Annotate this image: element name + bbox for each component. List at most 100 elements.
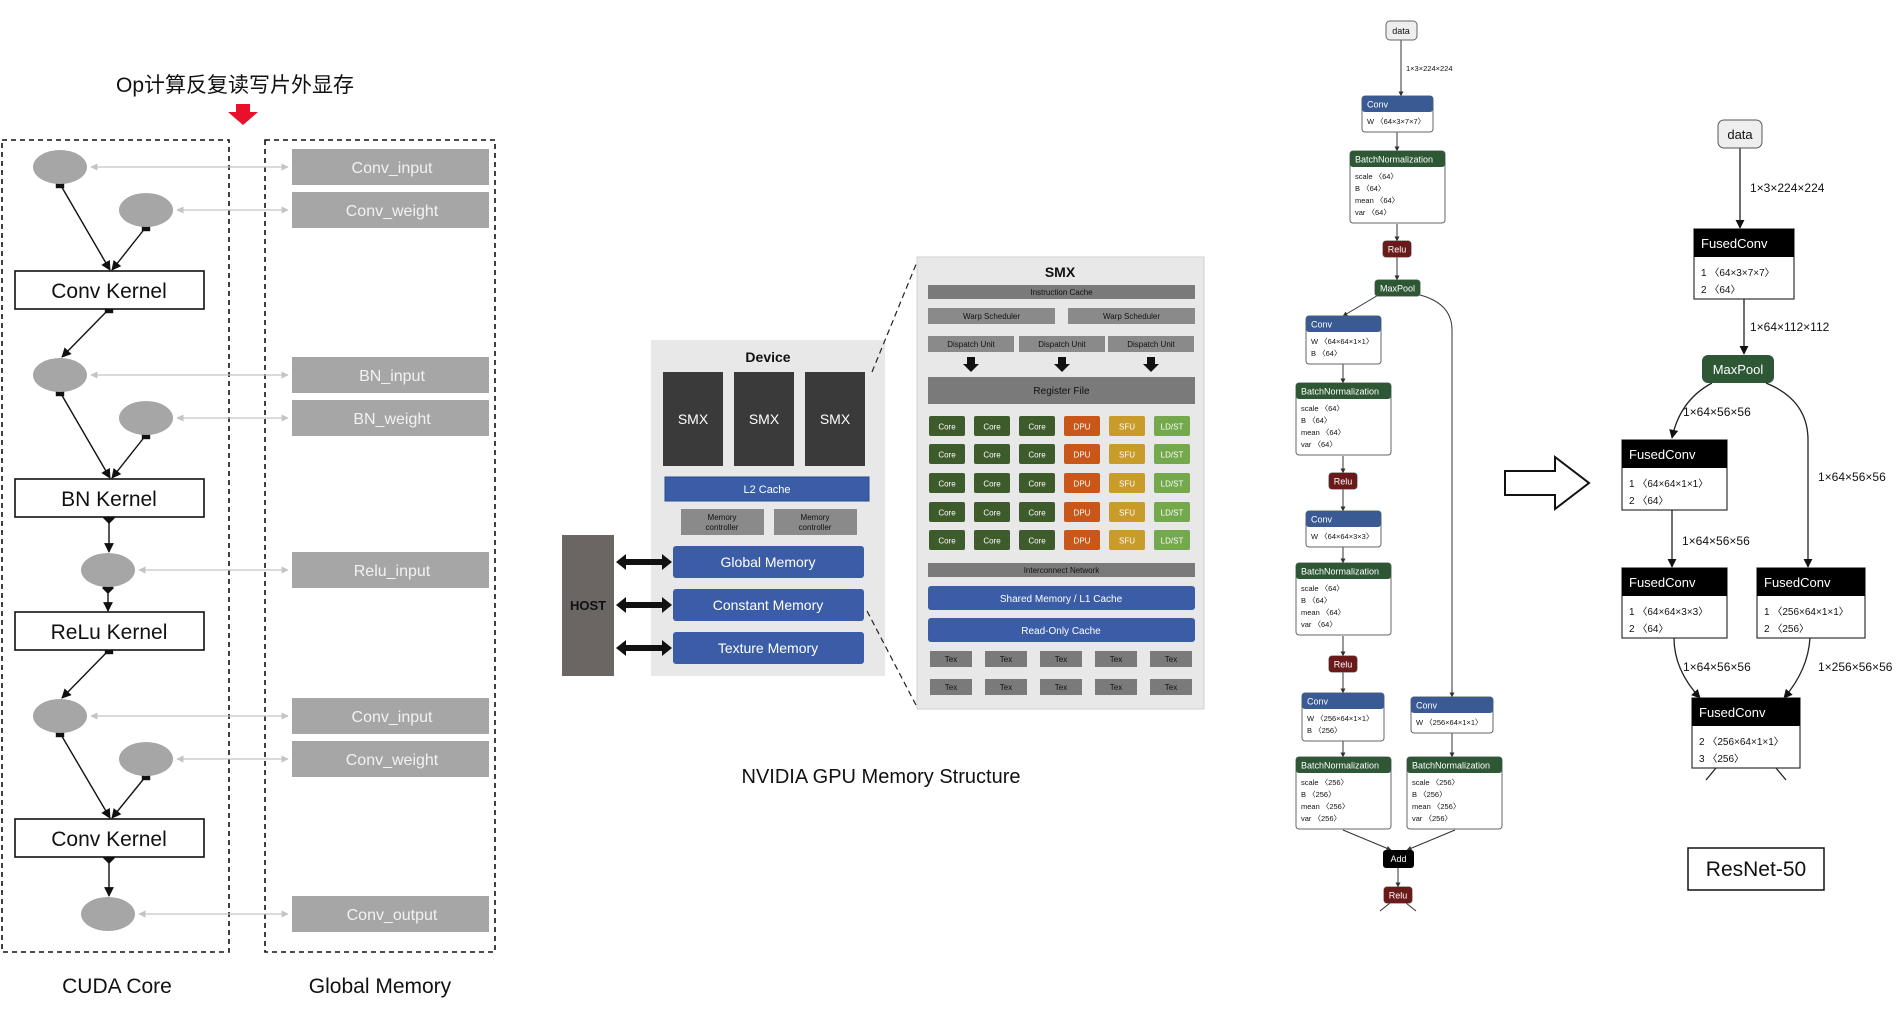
readonly-cache-box xyxy=(928,618,1195,642)
gpu-caption: NVIDIA GPU Memory Structure xyxy=(742,766,1021,788)
compute-unit-label: SFU xyxy=(1119,423,1135,432)
memory-controller-box xyxy=(774,509,857,535)
compute-unit-label: Core xyxy=(983,537,1001,546)
onnx-node-attr: W 〈256×64×1×1〉 xyxy=(1307,714,1374,723)
smx-block xyxy=(734,372,794,466)
tex-unit xyxy=(985,651,1027,667)
down-arrow-icon xyxy=(1143,357,1159,372)
onnx-node-attr: B 〈256〉 xyxy=(1412,790,1447,799)
fused-shape-label: 1×64×56×56 xyxy=(1683,660,1751,674)
flow-edge xyxy=(59,732,111,819)
flow-edge xyxy=(59,183,111,271)
memory-type-box xyxy=(673,589,864,621)
compute-unit-label: Core xyxy=(983,451,1001,460)
onnx-node-header xyxy=(1350,151,1445,167)
dispatch-unit-box xyxy=(1019,336,1105,352)
memory-type-label: Texture Memory xyxy=(718,640,818,656)
flow-edge xyxy=(111,226,147,271)
compute-unit xyxy=(929,473,965,493)
compute-unit-label: Core xyxy=(1028,537,1046,546)
compute-unit-label: DPU xyxy=(1074,480,1091,489)
compute-unit xyxy=(1064,473,1100,493)
memory-item-box xyxy=(292,698,489,734)
compute-unit xyxy=(1109,530,1145,550)
warp-scheduler-label: Warp Scheduler xyxy=(963,312,1020,321)
warp-scheduler-box xyxy=(1068,308,1195,324)
onnx-node-title: Relu xyxy=(1389,891,1408,901)
register-file-box xyxy=(928,377,1195,404)
smx-block xyxy=(663,372,723,466)
compute-unit-label: Core xyxy=(1028,509,1046,518)
compute-unit-label: LD/ST xyxy=(1161,509,1184,518)
onnx-node-attr: scale 〈256〉 xyxy=(1301,778,1348,787)
tex-unit-label: Tex xyxy=(1165,683,1177,692)
memory-item-box xyxy=(292,400,489,436)
onnx-node-attr: B 〈64〉 xyxy=(1301,416,1331,425)
host-label: HOST xyxy=(570,598,606,613)
tex-unit xyxy=(930,679,972,695)
compute-unit xyxy=(1154,473,1190,493)
onnx-node-attr: W 〈64×64×1×1〉 xyxy=(1311,337,1373,346)
onnx-node-attr: mean 〈64〉 xyxy=(1355,196,1399,205)
onnx-node-title: Relu xyxy=(1388,245,1407,255)
dispatch-unit-box xyxy=(928,336,1014,352)
flow-edge xyxy=(59,391,111,479)
fused-conv-attr: 1 〈256×64×1×1〉 xyxy=(1764,606,1849,618)
onnx-node-header xyxy=(1302,693,1384,709)
compute-unit xyxy=(1154,444,1190,464)
dispatch-unit-label: Dispatch Unit xyxy=(947,340,995,349)
tex-unit xyxy=(1095,679,1137,695)
compute-unit xyxy=(1019,416,1055,436)
flow-edge xyxy=(61,308,110,358)
onnx-node-title: Conv xyxy=(1416,701,1438,711)
memory-type-label: Global Memory xyxy=(721,554,816,570)
onnx-node-header xyxy=(1375,280,1420,296)
compute-unit-label: Core xyxy=(1028,423,1046,432)
kernel-box xyxy=(14,818,205,858)
fused-conv-header xyxy=(1622,440,1727,468)
fused-edge xyxy=(1705,767,1717,781)
memory-read-write-edges xyxy=(90,163,289,918)
memory-item-label: Conv_output xyxy=(347,907,438,924)
compute-unit xyxy=(1019,473,1055,493)
fused-shape-label: 1×64×56×56 xyxy=(1683,405,1751,419)
tex-unit-label: Tex xyxy=(1000,683,1012,692)
onnx-node-header xyxy=(1411,697,1493,713)
memory-controller-label: Memory xyxy=(708,513,737,522)
compute-unit xyxy=(974,444,1010,464)
compute-unit-label: DPU xyxy=(1074,509,1091,518)
fused-conv-attr: 2 〈256〉 xyxy=(1764,623,1809,635)
bidirectional-arrow-icon xyxy=(616,597,672,613)
memory-item-box xyxy=(292,357,489,393)
left-header: Op计算反复读写片外显存 xyxy=(116,74,354,97)
compute-unit xyxy=(1019,444,1055,464)
fused-shape-label: 1×3×224×224 xyxy=(1750,181,1825,195)
fused-conv-attr: 1 〈64×3×7×7〉 xyxy=(1701,267,1775,279)
compute-unit-label: SFU xyxy=(1119,537,1135,546)
onnx-node-title: BatchNormalization xyxy=(1301,567,1379,577)
onnx-node-attr: var 〈64〉 xyxy=(1355,208,1391,217)
dispatch-unit-box xyxy=(1108,336,1194,352)
fused-conv-attr: 3 〈256〉 xyxy=(1699,753,1744,765)
tex-unit xyxy=(1040,679,1082,695)
onnx-node-title: Relu xyxy=(1334,477,1353,487)
onnx-node-attr: B 〈64〉 xyxy=(1311,349,1341,358)
onnx-edge xyxy=(1342,829,1392,851)
readonly-cache-label: Read-Only Cache xyxy=(1021,626,1101,637)
host-transfer-arrows xyxy=(616,554,672,656)
onnx-node-header xyxy=(1383,241,1411,257)
interconnect-box xyxy=(928,563,1195,577)
fused-shape-label: 1×64×112×112 xyxy=(1750,320,1830,334)
compute-unit xyxy=(1064,530,1100,550)
compute-unit xyxy=(974,502,1010,522)
onnx-node-title: BatchNormalization xyxy=(1301,761,1379,771)
data-node xyxy=(119,401,173,435)
fused-conv-attr: 2 〈64〉 xyxy=(1629,623,1668,635)
onnx-edge xyxy=(1415,293,1455,698)
compute-unit xyxy=(1019,502,1055,522)
tex-unit-label: Tex xyxy=(1055,655,1067,664)
